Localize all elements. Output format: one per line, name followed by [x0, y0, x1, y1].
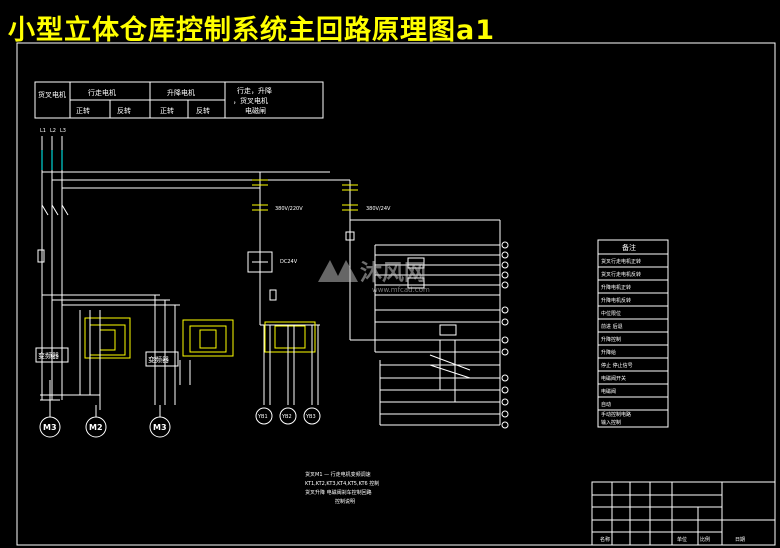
legend-title: 备注: [622, 243, 636, 252]
header-col3-reverse: 反转: [196, 106, 210, 115]
drive-section-middle: 变频器: [145, 295, 234, 405]
power-supply: 380V/220V DC24V 380V/24V: [247, 172, 501, 425]
legend-item: 货叉行走电机正转: [601, 258, 641, 265]
header-col2-reverse: 反转: [117, 106, 131, 115]
inverter-label-2: 变频器: [148, 355, 169, 364]
header-col4-line3: 电磁闸: [245, 106, 266, 115]
title-block-cell: 名称: [600, 536, 610, 543]
note-line: 货叉M1 — 行走电机变频调速: [305, 471, 371, 478]
rectifier-box: [247, 251, 273, 273]
drawing-frame: [16, 42, 776, 546]
title-block-cell: 日期: [735, 537, 745, 543]
header-col3: 升降电机: [167, 88, 195, 97]
legend-item: 升降电机正转: [601, 284, 631, 291]
main-bus: L1 L2 L3: [37, 128, 350, 400]
transformer-label-2: 380V/24V: [366, 206, 391, 212]
small-motor-label-2: YB2: [281, 414, 292, 420]
control-rungs: [350, 241, 509, 429]
title-block-cell: 比例: [700, 536, 710, 543]
note-line: 控制说明: [335, 498, 355, 505]
small-motor-circle-1: [255, 407, 273, 425]
bus-label-l1: L1: [40, 128, 46, 134]
legend-item: 电磁阀开关: [601, 375, 626, 382]
motor-label-3: M3: [153, 423, 167, 432]
watermark-brand: 沐风网: [360, 261, 426, 286]
small-motor-circle-3: [303, 407, 321, 425]
watermark-url: www.mfcad.com: [372, 286, 430, 294]
legend-item: 电磁阀: [601, 388, 616, 395]
watermark: 沐风网 www.mfcad.com: [318, 260, 430, 294]
bus-label-l2: L2: [50, 128, 56, 134]
legend-item: 升降给: [601, 349, 616, 356]
notes-block: 货叉M1 — 行走电机变频调速 KT1,KT2,KT3,KT4,KT5,KT6 …: [305, 471, 379, 505]
legend-item: 手动控制电路: [601, 411, 631, 418]
small-motor-label-1: YB1: [257, 414, 268, 420]
note-line: KT1,KT2,KT3,KT4,KT5,KT6 控制: [305, 480, 379, 487]
motor-group: M3 M2 M3: [39, 405, 171, 438]
header-col2: 行走电机: [88, 88, 116, 97]
small-motor-feeders: YB1 YB2 YB3: [255, 321, 321, 425]
inverter-label-1: 变频器: [38, 351, 59, 360]
legend-table: 备注 货叉行走电机正转 货叉行走电机反转 升降电机正转 升降电机反转 中位限位 …: [597, 239, 669, 428]
motor-label-2: M2: [89, 423, 103, 432]
inverter-box-2: [145, 351, 179, 367]
header-table: 货叉电机 行走电机 正转 反转 升降电机 正转 反转 行走，升降 ，货叉电机 电…: [34, 81, 324, 119]
inverter-box-1: [35, 347, 69, 363]
header-col3-forward: 正转: [160, 106, 174, 115]
header-col4-line1: 行走，升降: [237, 86, 272, 95]
legend-item: 停止 停止信号: [601, 362, 633, 369]
legend-item: 货叉行走电机反转: [601, 271, 641, 278]
transformer-label-1: 380V/220V: [275, 206, 303, 212]
motor-label-1: M3: [43, 423, 57, 432]
legend-item: 输入控制: [601, 419, 621, 426]
title-block-cell: 单位: [677, 536, 687, 543]
legend-item: 升降控制: [601, 336, 621, 343]
page-title: 小型立体仓库控制系统主回路原理图a1: [8, 15, 496, 46]
legend-item: 前进 后退: [601, 323, 623, 330]
legend-item: 中位限位: [601, 310, 621, 317]
note-line: 货叉升降 电磁阀刹车控制回路: [305, 489, 372, 496]
header-col1: 货叉电机: [38, 90, 66, 99]
small-motor-circle-2: [279, 407, 297, 425]
header-col2-forward: 正转: [76, 106, 90, 115]
watermark-logo-icon: [318, 260, 358, 282]
small-motor-label-3: YB3: [305, 414, 316, 420]
rectifier-label: DC24V: [280, 259, 298, 265]
title-block: 名称 单位 比例 日期: [591, 481, 776, 546]
legend-item: 升降电机反转: [601, 297, 631, 304]
header-col4-line2: ，货叉电机: [233, 96, 268, 105]
legend-item: 自动: [601, 401, 611, 408]
bus-label-l3: L3: [60, 128, 66, 134]
drive-section-left: 变频器: [35, 310, 131, 410]
